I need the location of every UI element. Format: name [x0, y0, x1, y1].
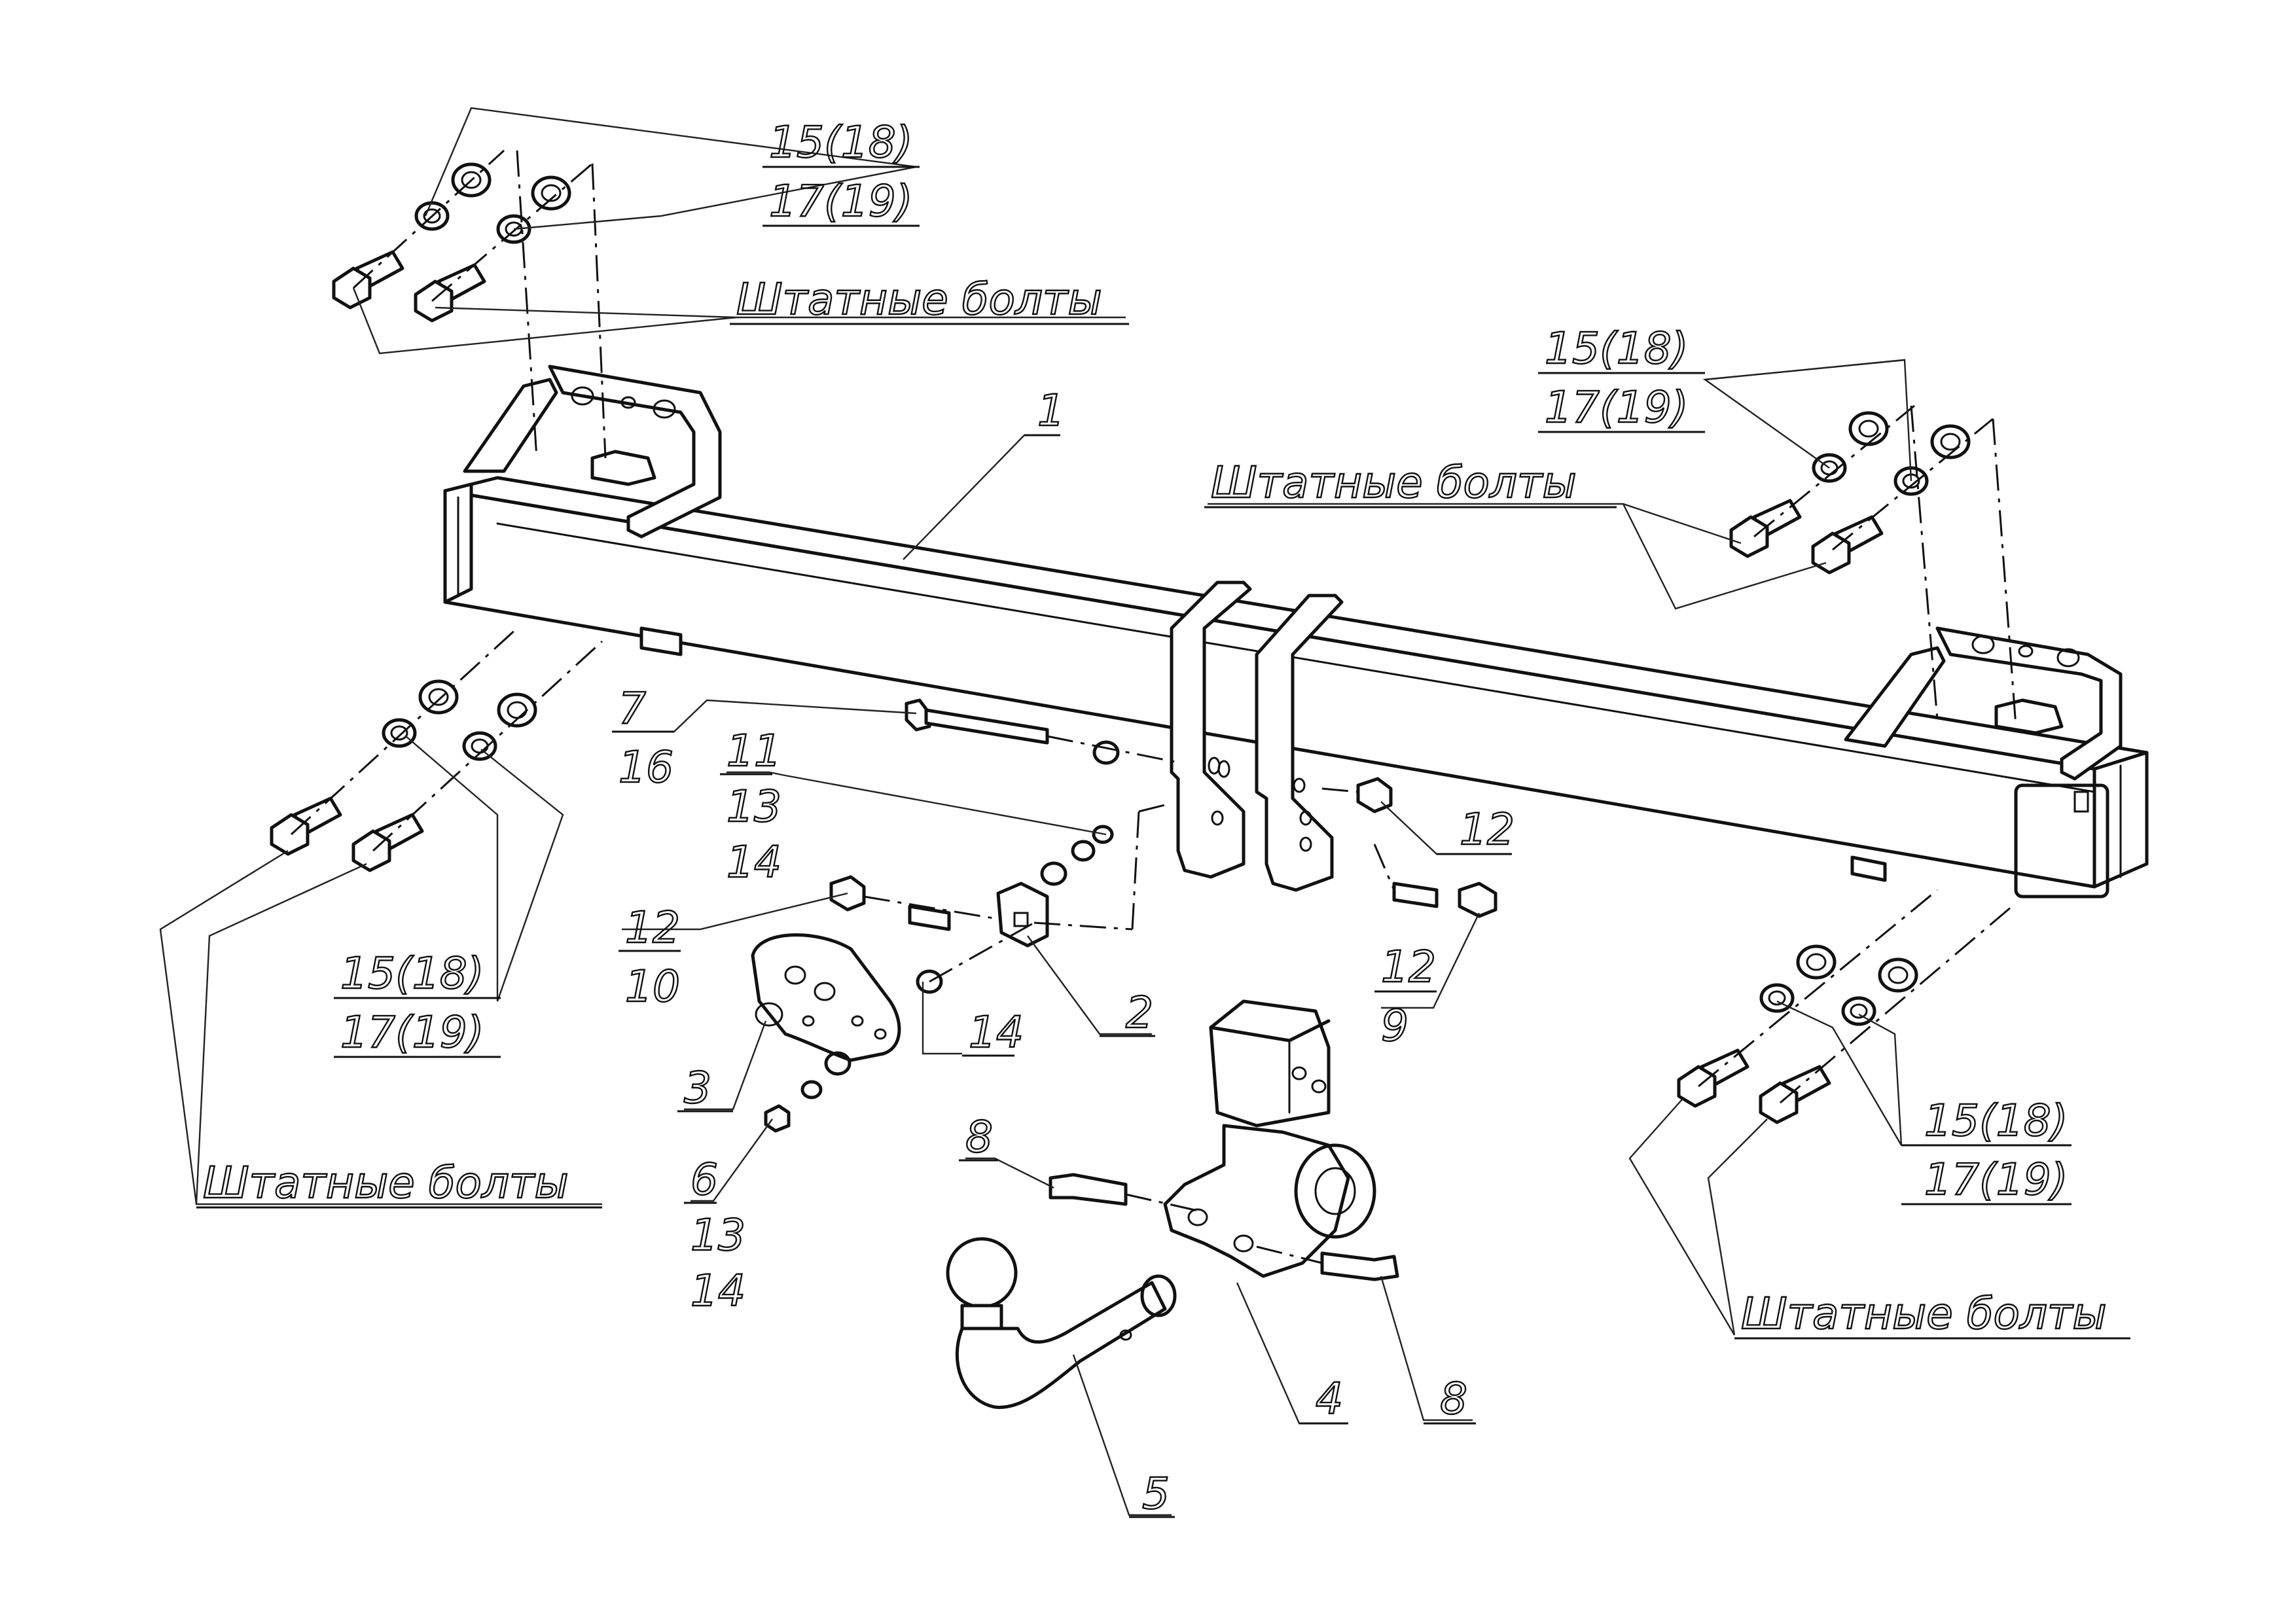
label-washers-top-left-b: 17(19)	[769, 176, 912, 226]
label-part-7: 7	[619, 683, 646, 734]
label-part-1: 1	[1037, 385, 1065, 436]
label-part-8b: 8	[1440, 1374, 1467, 1424]
label-washers-top-left-a: 15(18)	[769, 117, 912, 168]
label-part-3: 3	[684, 1063, 711, 1113]
label-part-14a: 14	[726, 837, 781, 887]
label-washers-bottom-right-a: 15(18)	[1924, 1096, 2068, 1146]
bottom-left-bolts-and-washers	[270, 627, 603, 872]
label-part-10: 10	[625, 961, 680, 1012]
label-part-13a: 13	[726, 781, 781, 832]
label-part-14b: 14	[969, 1007, 1024, 1058]
label-std-bolts-bottom-left: Штатные болты	[203, 1158, 569, 1208]
label-part-14c: 14	[691, 1266, 745, 1316]
label-part-8a: 8	[965, 1112, 993, 1162]
bottom-right-bolts-and-washers	[1677, 889, 2017, 1124]
label-std-bolts-top-left: Штатные болты	[736, 274, 1102, 325]
label-part-13b: 13	[691, 1210, 745, 1260]
label-washers-bottom-right-b: 17(19)	[1924, 1154, 2068, 1205]
label-part-5: 5	[1142, 1469, 1170, 1519]
label-part-12b: 12	[1460, 804, 1515, 855]
hitch-body	[1049, 999, 1399, 1281]
label-std-bolts-bottom-right: Штатные болты	[1741, 1289, 2107, 1339]
label-std-bolts-top-right: Штатные болты	[1211, 457, 1577, 508]
label-part-11: 11	[726, 726, 781, 776]
top-left-bolts-and-washers	[332, 149, 607, 459]
label-part-12c: 12	[1381, 942, 1436, 992]
label-part-12a: 12	[625, 902, 680, 953]
callout-labels: 15(18) 17(19) Штатные болты 1 15(18) 17(…	[196, 116, 2130, 1520]
label-washers-top-right-b: 17(19)	[1545, 382, 1688, 433]
right-mounting-bracket	[1844, 626, 2123, 781]
centre-vertical-plates	[1170, 580, 1344, 892]
centre-hardware	[751, 698, 1498, 1133]
label-washers-bottom-left-b: 17(19)	[340, 1007, 484, 1058]
label-washers-bottom-left-a: 15(18)	[340, 948, 484, 999]
label-washers-top-right-a: 15(18)	[1545, 323, 1688, 374]
label-part-2: 2	[1126, 988, 1153, 1038]
label-part-16: 16	[619, 742, 673, 793]
label-part-9: 9	[1381, 1001, 1408, 1051]
tow-ball-neck	[946, 1237, 1177, 1409]
label-part-6: 6	[691, 1154, 718, 1205]
leader-lines	[159, 107, 1912, 1516]
label-part-4: 4	[1316, 1374, 1343, 1424]
top-right-bolts-and-washers	[1729, 404, 2017, 727]
